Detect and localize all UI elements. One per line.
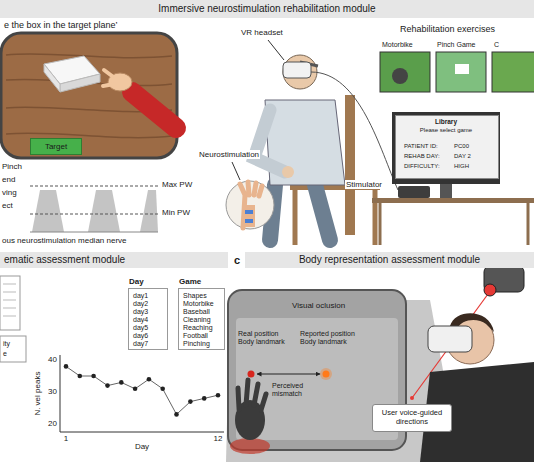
axis-title: N. vel peaks	[33, 372, 42, 416]
node-text: Reaching	[183, 324, 213, 332]
tile-label: Pinch Game	[437, 41, 476, 49]
node-text: day1	[133, 292, 148, 300]
vr-view	[1, 33, 177, 158]
axis-level: Max PW	[162, 180, 192, 189]
node-text: Target	[45, 142, 67, 151]
axis-level: Min PW	[162, 208, 190, 217]
node-text: Body representation assessment module	[299, 254, 480, 266]
node-text: DIFFICULTY:	[404, 163, 440, 170]
node-text: User voice-guided directions	[377, 409, 447, 426]
landmark-label: Reported position Body landmark	[300, 330, 370, 346]
node-text: Motorbike	[183, 300, 214, 308]
node-text: day2	[133, 300, 148, 308]
axis-tick: 20	[48, 419, 57, 428]
node-text: day6	[133, 332, 148, 340]
tile-label: Motorbike	[382, 41, 413, 49]
node-text: DAY 2	[454, 153, 471, 160]
node-text: Baseball	[183, 308, 210, 316]
hand-electrode	[226, 162, 274, 229]
module-header: Immersive neurostimulation rehabilitatio…	[0, 0, 534, 18]
graph-caption: ous neurostimulation median nerve	[2, 236, 127, 245]
part-label: Neurostimulation	[198, 150, 260, 159]
legend-fragment: ect	[2, 201, 13, 210]
target-zone: Target	[30, 138, 82, 155]
module-header: ematic assessment module	[0, 252, 228, 268]
patient-figure	[254, 40, 398, 245]
list-fragment: ity	[3, 340, 10, 348]
occlusion-scene	[226, 266, 534, 462]
node-text: Shapes	[183, 292, 207, 300]
monitor-screen: LibraryPlease select gamePATIENT ID: PC00…	[395, 115, 499, 179]
part-label: VR headset	[240, 28, 284, 37]
node-text: ematic assessment module	[4, 254, 125, 266]
node-text: HIGH	[454, 163, 469, 170]
region-label: Visual oclusion	[292, 301, 345, 310]
legend-fragment: ving	[2, 188, 17, 197]
node-text: PC00	[454, 143, 469, 150]
instruction-text: e the box in the target plane’	[4, 20, 118, 30]
kinematic-chart	[0, 276, 224, 432]
node-text: Cleaning	[183, 316, 211, 324]
node-text: day3	[133, 308, 148, 316]
list-heading: Day	[129, 277, 144, 286]
pulse-graph	[30, 186, 158, 232]
axis-tick: 30	[48, 387, 57, 396]
node-text: Immersive neurostimulation rehabilitatio…	[158, 3, 375, 15]
module-header: Body representation assessment module	[245, 252, 534, 268]
panel-letter: c	[234, 254, 240, 267]
node-text: Football	[183, 332, 208, 340]
axis-tick: 40	[48, 355, 57, 364]
node-text: day4	[133, 316, 148, 324]
landmark-label: Real position Body landmark	[238, 330, 296, 346]
axis-tick: 1	[64, 434, 68, 443]
node-text: day7	[133, 340, 148, 348]
mismatch-label: Perceived mismatch	[272, 382, 328, 398]
list-heading: Game	[179, 277, 201, 286]
legend-fragment: end	[2, 175, 15, 184]
part-label: Stimulator	[345, 180, 383, 189]
section-label: Rehabilitation exercises	[400, 24, 495, 34]
axis-tick: 12	[214, 434, 223, 443]
legend-fragment: Pinch	[2, 162, 22, 171]
node-text: PATIENT ID:	[404, 143, 438, 150]
node-text: REHAB DAY:	[404, 153, 440, 160]
exercise-tiles	[372, 52, 534, 245]
node-text: Please select game	[396, 127, 496, 134]
list-fragment: e	[3, 350, 7, 358]
axis-title: Day	[135, 442, 149, 451]
instruction-box: User voice-guided directions	[372, 404, 452, 432]
day-list: Dayday1day2day3day4day5day6day7	[128, 288, 168, 350]
node-text: Library	[396, 118, 496, 125]
game-list: GameShapesMotorbikeBaseballCleaningReach…	[178, 288, 225, 350]
node-text: day5	[133, 324, 148, 332]
node-text: Pinching	[183, 340, 210, 348]
tile-label: C	[494, 41, 499, 49]
